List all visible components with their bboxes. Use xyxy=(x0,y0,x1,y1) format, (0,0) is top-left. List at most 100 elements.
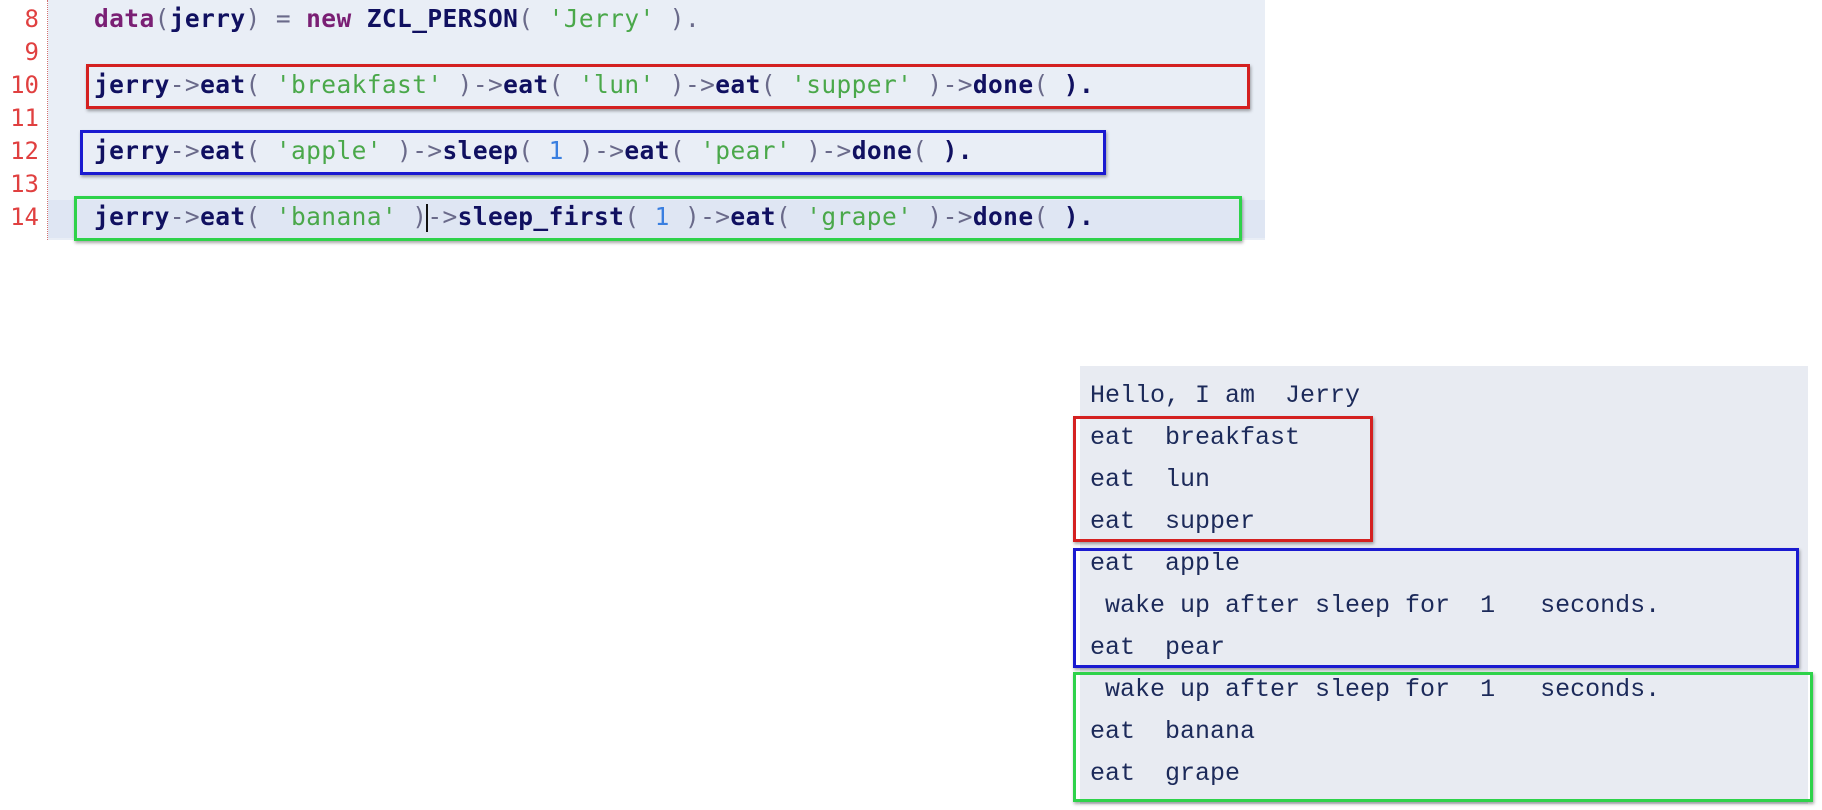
code-editor[interactable]: 8 9 10 11 12 13 14 data(jerry) = new ZCL… xyxy=(0,0,1265,240)
method-name: done xyxy=(851,136,913,165)
blue-output-box xyxy=(1073,548,1799,668)
arrow-operator: -> xyxy=(169,136,201,165)
green-highlight-box xyxy=(74,196,1242,241)
statement-end: ). xyxy=(942,136,973,165)
console-line: wake up after sleep for 1 seconds. xyxy=(1090,675,1661,704)
method-name: eat xyxy=(200,202,246,231)
console-line: eat grape xyxy=(1090,759,1241,788)
punctuation: ( xyxy=(518,4,549,33)
console-line: eat pear xyxy=(1090,633,1226,662)
keyword: new xyxy=(306,4,352,33)
line-number-gutter: 8 9 10 11 12 13 14 xyxy=(0,0,48,240)
string-literal: 'Jerry' xyxy=(548,4,655,33)
statement-end: ). xyxy=(1063,202,1095,231)
keyword: data xyxy=(94,4,155,33)
method-name: sleep_first xyxy=(457,202,625,231)
console-line: wake up after sleep for 1 seconds. xyxy=(1090,591,1661,620)
punctuation: ) xyxy=(912,70,943,99)
identifier: jerry xyxy=(169,4,246,33)
line-number: 9 xyxy=(24,38,39,66)
identifier: jerry xyxy=(94,70,170,99)
punctuation: ) = xyxy=(245,4,307,33)
method-name: eat xyxy=(200,70,246,99)
method-name: done xyxy=(972,202,1034,231)
arrow-operator: -> xyxy=(942,202,973,231)
line-number: 12 xyxy=(10,137,39,165)
red-highlight-box xyxy=(86,64,1250,109)
arrow-operator: -> xyxy=(684,70,716,99)
arrow-operator: -> xyxy=(700,202,731,231)
console-line: eat banana xyxy=(1090,717,1256,746)
string-literal: 'banana' xyxy=(275,202,398,231)
string-literal: 'pear' xyxy=(700,136,792,165)
text-cursor xyxy=(426,204,429,232)
code-line-12[interactable]: jerry->eat( 'apple' )->sleep( 1 )->eat( … xyxy=(94,136,973,166)
punctuation: ( xyxy=(1033,70,1064,99)
arrow-operator: -> xyxy=(594,136,625,165)
number-literal: 1 xyxy=(654,202,670,231)
punctuation: ( xyxy=(1033,202,1064,231)
punctuation: ) xyxy=(397,202,428,231)
string-literal: 'supper' xyxy=(791,70,913,99)
line-number: 10 xyxy=(10,71,39,99)
blue-highlight-box xyxy=(80,130,1106,175)
console-output-panel xyxy=(1080,366,1808,804)
punctuation: ( xyxy=(669,136,701,165)
punctuation: ( xyxy=(245,202,276,231)
arrow-operator: -> xyxy=(169,70,201,99)
identifier: jerry xyxy=(94,136,170,165)
punctuation: ) xyxy=(669,202,701,231)
code-line-10[interactable]: jerry->eat( 'breakfast' )->eat( 'lun' )-… xyxy=(94,70,1094,100)
punctuation: ) xyxy=(791,136,822,165)
punctuation: ( xyxy=(548,70,579,99)
console-line: eat apple xyxy=(1090,549,1241,578)
arrow-operator: -> xyxy=(942,70,973,99)
punctuation: ) xyxy=(442,70,473,99)
statement-end: ). xyxy=(1063,70,1095,99)
line-number: 14 xyxy=(10,203,39,231)
punctuation: ( xyxy=(245,136,276,165)
code-line-14[interactable]: jerry->eat( 'banana' )->sleep_first( 1 )… xyxy=(94,202,1094,232)
punctuation: ( xyxy=(760,70,792,99)
console-line: Hello, I am Jerry xyxy=(1090,381,1361,410)
punctuation: ) xyxy=(912,202,943,231)
punctuation: ( xyxy=(245,70,276,99)
method-name: eat xyxy=(624,136,670,165)
number-literal: 1 xyxy=(548,136,564,165)
punctuation: ( xyxy=(518,136,549,165)
method-name: eat xyxy=(200,136,246,165)
class-name: ZCL_PERSON xyxy=(366,4,519,33)
punctuation: ( xyxy=(912,136,943,165)
arrow-operator: -> xyxy=(169,202,201,231)
punctuation: ) xyxy=(381,136,413,165)
string-literal: 'breakfast' xyxy=(275,70,443,99)
arrow-operator: -> xyxy=(412,136,443,165)
punctuation: ) xyxy=(563,136,595,165)
current-line-highlight xyxy=(48,200,1265,238)
punctuation: ( xyxy=(775,202,807,231)
console-line: eat supper xyxy=(1090,507,1256,536)
identifier: jerry xyxy=(94,202,170,231)
green-output-box xyxy=(1073,672,1813,802)
red-output-box xyxy=(1073,416,1373,542)
method-name: eat xyxy=(715,70,761,99)
line-number: 8 xyxy=(24,5,39,33)
console-line: eat breakfast xyxy=(1090,423,1301,452)
method-name: sleep xyxy=(442,136,519,165)
punctuation: ). xyxy=(654,4,701,33)
method-name: eat xyxy=(730,202,776,231)
code-line-8[interactable]: data(jerry) = new ZCL_PERSON( 'Jerry' ). xyxy=(94,4,700,34)
punctuation: ( xyxy=(154,4,170,33)
arrow-operator: -> xyxy=(427,202,458,231)
punctuation: ( xyxy=(624,202,655,231)
line-number: 13 xyxy=(10,170,39,198)
string-literal: 'lun' xyxy=(578,70,655,99)
punctuation: ) xyxy=(654,70,685,99)
arrow-operator: -> xyxy=(821,136,852,165)
string-literal: 'grape' xyxy=(806,202,913,231)
line-number: 11 xyxy=(10,104,39,132)
string-literal: 'apple' xyxy=(275,136,382,165)
arrow-operator: -> xyxy=(472,70,504,99)
method-name: eat xyxy=(503,70,549,99)
console-line: eat lun xyxy=(1090,465,1211,494)
